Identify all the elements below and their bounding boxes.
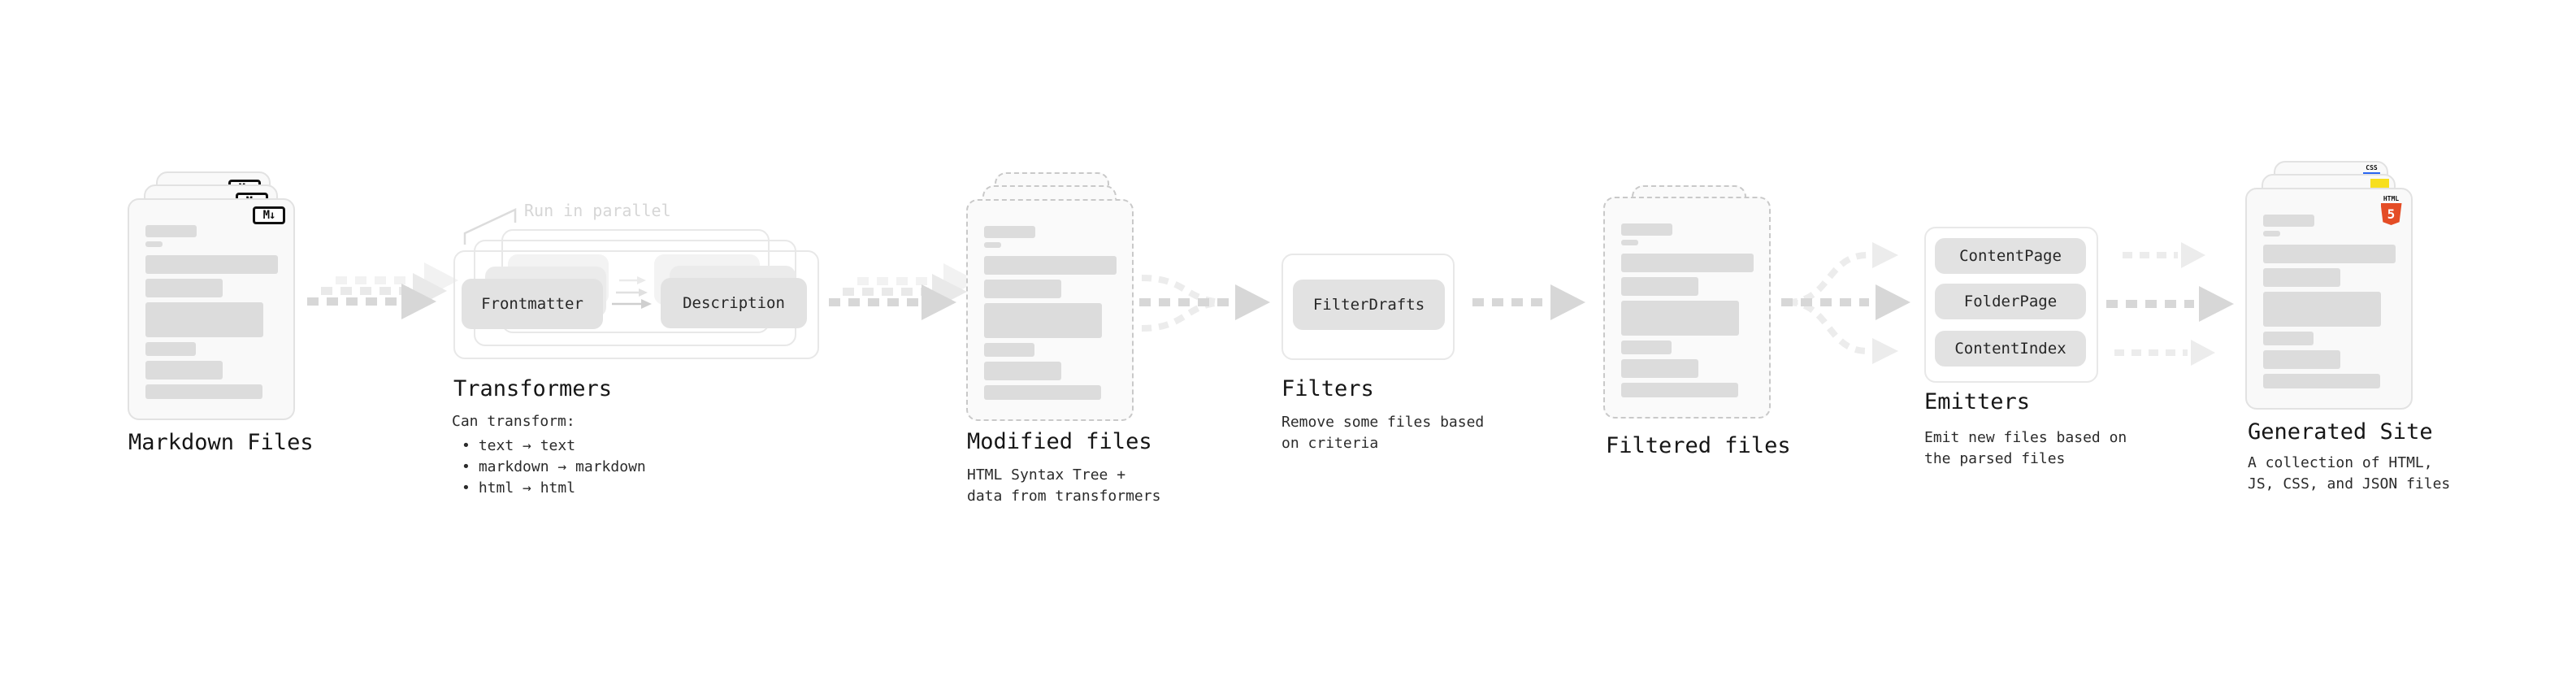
text-line-placeholder — [2263, 245, 2396, 263]
arrow-filters-to-filtered — [1472, 284, 1585, 320]
text-line-placeholder — [1621, 277, 1698, 296]
stage-label-generated-site: Generated Site — [2248, 419, 2433, 445]
bullet-icon: • — [462, 437, 471, 454]
stage-label-transformers: Transformers — [453, 376, 613, 401]
text-line-placeholder — [2263, 350, 2340, 369]
text-line-placeholder — [145, 225, 197, 237]
transform-bullet-line: • html → html — [452, 478, 646, 499]
text-line-placeholder — [145, 241, 163, 247]
desc-line: JS, CSS, and JSON files — [2248, 475, 2451, 492]
text-line-placeholder — [145, 361, 223, 380]
emitter-pill-folderpage: FolderPage — [1935, 284, 2086, 319]
emitter-pill-contentpage: ContentPage — [1935, 238, 2086, 274]
bullet-icon: • — [462, 479, 471, 497]
generated-site-description: A collection of HTML, JS, CSS, and JSON … — [2248, 453, 2450, 495]
arrow-modified-to-filters — [1139, 275, 1270, 332]
text-line-placeholder — [145, 384, 262, 399]
transformer-group-box — [453, 250, 819, 359]
text-line-placeholder — [1621, 254, 1754, 272]
filters-group-box — [1281, 254, 1455, 360]
desc-line: HTML Syntax Tree + — [967, 466, 1126, 484]
desc-line: data from transformers — [967, 488, 1161, 505]
desc-line: Emit new files based on — [1924, 429, 2127, 446]
markdown-file-card: M↓ — [128, 198, 295, 420]
text-line-placeholder — [1621, 383, 1738, 397]
text-line-placeholder — [2263, 374, 2380, 388]
html-file-card: HTML 5 — [2245, 188, 2413, 410]
text-line-placeholder — [984, 280, 1061, 298]
text-line-placeholder — [984, 256, 1117, 275]
text-line-placeholder — [1621, 223, 1672, 236]
text-line-placeholder — [145, 342, 196, 356]
stage-label-markdown-files: Markdown Files — [128, 430, 314, 455]
modified-files-stack — [966, 172, 1165, 424]
text-line-placeholder — [145, 279, 223, 297]
text-line-placeholder — [984, 303, 1102, 338]
run-in-parallel-callout-line — [463, 208, 517, 245]
markdown-icon: M↓ — [253, 206, 285, 224]
text-line-placeholder — [2263, 268, 2340, 287]
transformers-description: Can transform: • text → text • markdown → … — [452, 411, 646, 499]
arrow-markdown-to-transformers — [307, 262, 458, 319]
stage-label-modified-files: Modified files — [967, 429, 1152, 454]
emitter-pill-contentindex: ContentIndex — [1935, 331, 2086, 367]
arrow-emitters-to-generated — [2106, 242, 2234, 366]
text-line-placeholder — [984, 385, 1101, 400]
text-line-placeholder — [145, 255, 278, 274]
filtered-files-stack — [1603, 185, 1802, 422]
html5-icon-shield: 5 — [2380, 203, 2402, 225]
transformer-pill-frontmatter: Frontmatter — [462, 279, 603, 329]
desc-line: on criteria — [1281, 435, 1379, 452]
text-line-placeholder — [2263, 292, 2381, 327]
transform-bullet-line: • markdown → markdown — [452, 457, 646, 478]
javascript-icon — [2370, 179, 2389, 189]
emitters-description: Emit new files based on the parsed files — [1924, 427, 2127, 470]
text-line-placeholder — [2263, 215, 2314, 227]
text-line-placeholder — [984, 226, 1035, 238]
html5-icon-label: HTML — [2383, 195, 2400, 202]
transform-bullet-line: • text → text — [452, 436, 646, 457]
text-line-placeholder — [984, 343, 1034, 357]
html5-icon: HTML 5 — [2380, 195, 2402, 225]
text-line-placeholder — [1621, 301, 1739, 336]
filtered-file-card — [1603, 197, 1771, 419]
html5-icon-number: 5 — [2387, 206, 2396, 222]
transform-rule: markdown → markdown — [478, 458, 646, 475]
desc-line: A collection of HTML, — [2248, 454, 2433, 471]
text-line-placeholder — [984, 242, 1001, 248]
transform-rule: html → html — [478, 479, 576, 497]
modified-file-card — [966, 199, 1134, 421]
markdown-files-stack: M↓ M↓ M↓ — [128, 171, 327, 423]
transformer-pill-description: Description — [661, 278, 807, 328]
parallel-transform-arrows — [612, 276, 652, 309]
stage-label-filtered-files: Filtered files — [1606, 433, 1791, 458]
generated-site-stack: CSS HTML 5 — [2245, 161, 2444, 413]
run-in-parallel-note: Run in parallel — [524, 201, 671, 220]
text-line-placeholder — [2263, 332, 2314, 345]
filters-description: Remove some files based on criteria — [1281, 412, 1484, 454]
desc-line: Remove some files based — [1281, 414, 1485, 431]
text-line-placeholder — [1621, 359, 1698, 378]
transformers-desc-intro: Can transform: — [452, 413, 575, 430]
text-line-placeholder — [2263, 231, 2280, 236]
text-line-placeholder — [1621, 240, 1638, 245]
text-line-placeholder — [145, 302, 263, 337]
arrow-filtered-to-emitters — [1781, 242, 1910, 364]
text-line-placeholder — [1621, 340, 1672, 354]
transform-rule: text → text — [478, 437, 576, 454]
stage-label-filters: Filters — [1281, 376, 1374, 401]
filter-pill-filterdrafts: FilterDrafts — [1293, 280, 1445, 330]
emitters-group-box — [1924, 227, 2098, 383]
text-line-placeholder — [984, 362, 1061, 380]
modified-files-description: HTML Syntax Tree + data from transformer… — [967, 465, 1160, 507]
desc-line: the parsed files — [1924, 450, 2066, 467]
css-icon-label: CSS — [2366, 164, 2378, 171]
stage-label-emitters: Emitters — [1924, 389, 2031, 414]
arrow-transformers-to-modified — [829, 263, 978, 320]
bullet-icon: • — [462, 458, 471, 475]
